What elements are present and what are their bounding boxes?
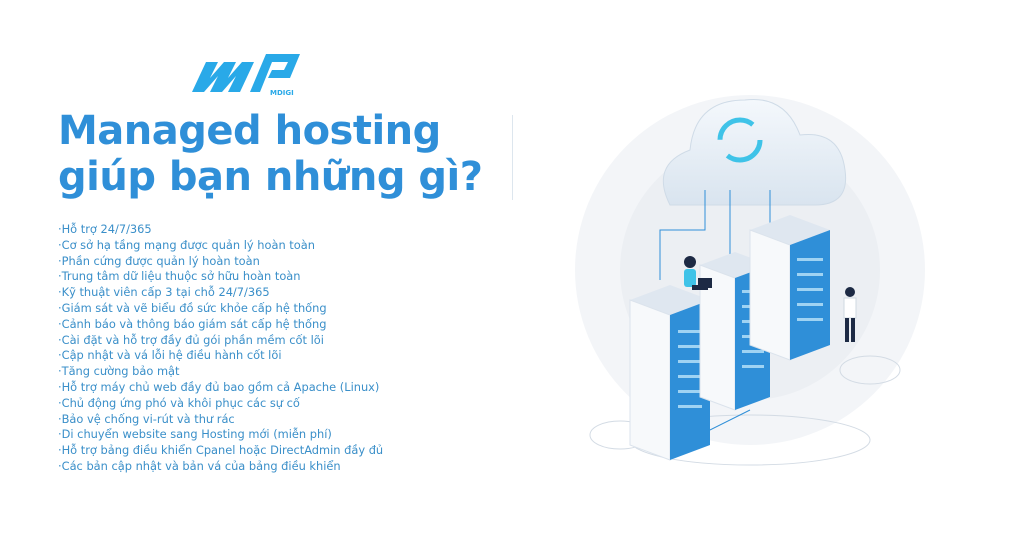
feature-list: ·Hỗ trợ 24/7/365 ·Cơ sở hạ tầng mạng đượ… — [58, 222, 383, 475]
list-item: ·Cơ sở hạ tầng mạng được quản lý hoàn to… — [58, 237, 315, 252]
mdigi-logo: MDIGI — [190, 48, 305, 98]
list-item: ·Kỹ thuật viên cấp 3 tại chỗ 24/7/365 — [58, 285, 270, 300]
divider — [512, 115, 513, 200]
list-item: ·Cảnh báo và thông báo giám sát cấp hệ t… — [58, 316, 327, 331]
title-line-1: Managed hosting — [58, 108, 441, 154]
list-item: ·Cập nhật và vá lỗi hệ điều hành cốt lõi — [58, 348, 282, 363]
person-with-laptop-icon — [684, 256, 712, 290]
list-item: ·Các bản cập nhật và bản vá của bảng điề… — [58, 458, 341, 473]
list-item: ·Trung tâm dữ liệu thuộc sở hữu hoàn toà… — [58, 269, 301, 284]
cloud-icon — [662, 98, 847, 206]
title-line-2: giúp bạn những gì? — [58, 154, 483, 200]
list-item: ·Hỗ trợ 24/7/365 — [58, 222, 152, 236]
list-item: ·Bảo vệ chống vi-rút và thư rác — [58, 411, 235, 426]
list-item: ·Hỗ trợ bảng điều khiển Cpanel hoặc Dire… — [58, 443, 384, 458]
person-standing-icon — [843, 287, 857, 342]
server-rack-right — [749, 215, 830, 361]
list-item: ·Cài đặt và hỗ trợ đầy đủ gói phần mềm c… — [58, 332, 324, 347]
server-illustration — [540, 40, 1000, 510]
list-item: ·Tăng cường bảo mật — [58, 364, 180, 379]
list-item: ·Phần cứng được quản lý hoàn toàn — [58, 253, 260, 268]
svg-text:MDIGI: MDIGI — [270, 89, 294, 97]
list-item: ·Di chuyển website sang Hosting mới (miễ… — [58, 427, 332, 442]
page-title: Managed hosting giúp bạn những gì? — [58, 108, 483, 200]
list-item: ·Chủ động ứng phó và khôi phục các sự cố — [58, 395, 300, 410]
list-item: ·Giám sát và vẽ biểu đồ sức khỏe cấp hệ … — [58, 300, 327, 315]
server-rack-left — [629, 285, 710, 461]
list-item: ·Hỗ trợ máy chủ web đầy đủ bao gồm cả Ap… — [58, 379, 380, 394]
